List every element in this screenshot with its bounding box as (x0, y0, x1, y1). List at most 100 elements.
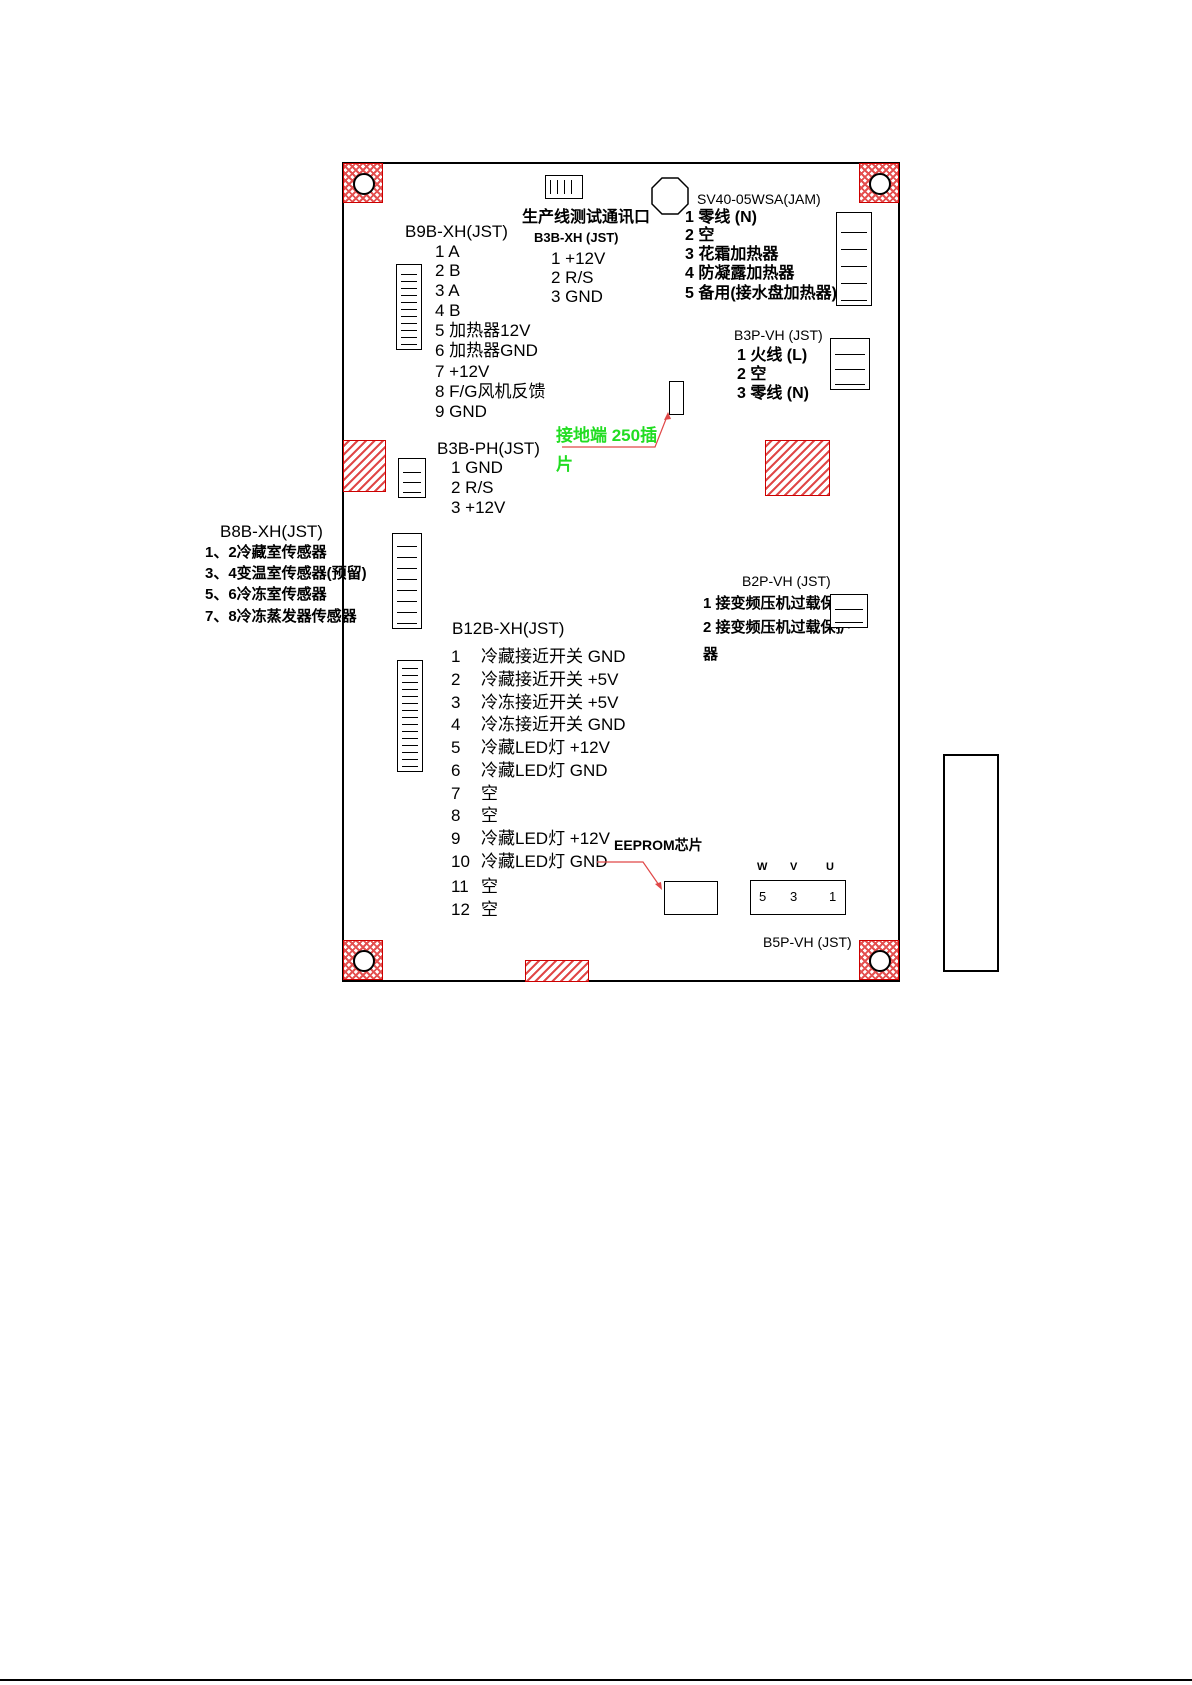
b12b-pin-label: 空 (481, 784, 498, 803)
b5p-pin-3: 3 (790, 889, 798, 904)
sv-connector (836, 212, 872, 306)
b12b-pin-2: 2 冷藏接近开关 +5V (451, 671, 618, 688)
b5p-vh-connector (750, 880, 846, 915)
b5p-vh-title: B5P-VH (JST) (763, 934, 852, 950)
b8b-pin-1: 1、2冷藏室传感器 (205, 544, 327, 561)
b2p-vh-pin-2: 2 接变频压机过载保护 (703, 619, 851, 636)
b8b-connector (392, 533, 422, 629)
b3p-vh-connector (830, 338, 870, 390)
b2p-vh-pin-2-cont: 器 (703, 646, 719, 663)
test-port-pin-2: 2 R/S (551, 268, 594, 287)
b9b-pin-2: 2 B (435, 261, 461, 280)
b9b-title: B9B-XH(JST) (405, 222, 508, 241)
b12b-pin-label: 冷藏接近开关 GND (481, 647, 626, 666)
test-port-pin-3: 3 GND (551, 287, 603, 306)
b8b-pin-3: 5、6冷冻室传感器 (205, 586, 327, 603)
test-port-model: B3B-XH (JST) (534, 230, 619, 245)
b12b-pin-number: 4 (451, 715, 461, 734)
side-panel-box (943, 754, 999, 972)
b12b-pin-label: 冷藏LED灯 +12V (481, 829, 610, 848)
sv-conn-title: SV40-05WSA(JAM) (697, 191, 821, 207)
b12b-pin-11: 11 空 (451, 878, 498, 895)
b9b-pin-1: 1 A (435, 242, 460, 261)
b3b-ph-pin-2: 2 R/S (451, 478, 494, 497)
test-port-pin-1: 1 +12V (551, 249, 606, 268)
b12b-pin-number: 9 (451, 829, 461, 848)
test-port-connector (545, 175, 583, 199)
b12b-pin-10: 10 冷藏LED灯 GND (451, 853, 608, 870)
mounting-hole-top-right (859, 163, 899, 203)
b5p-pin-1: 1 (829, 889, 837, 904)
b12b-pin-4: 4 冷冻接近开关 GND (451, 716, 626, 733)
b9b-connector (396, 264, 422, 350)
b12b-pin-label: 冷藏LED灯 GND (481, 852, 608, 871)
keepout-area-left (343, 440, 386, 492)
b12b-connector (397, 660, 423, 772)
b2p-vh-pin-1: 1 接变频压机过载保护器 (703, 595, 866, 612)
b8b-pin-4: 7、8冷冻蒸发器传感器 (205, 608, 357, 625)
b3b-ph-pin-1: 1 GND (451, 458, 503, 477)
b9b-pin-5: 5 加热器12V (435, 321, 531, 340)
b8b-title: B8B-XH(JST) (220, 522, 323, 541)
b5p-phase-u: U (826, 861, 834, 873)
mounting-hole-bottom-right (859, 940, 899, 980)
b12b-pin-number: 8 (451, 806, 461, 825)
sv-conn-pin-2: 2 空 (685, 227, 715, 244)
b9b-pin-4: 4 B (435, 301, 461, 320)
sv-conn-pin-4: 4 防凝露加热器 (685, 265, 795, 282)
ground-label: 接地端 250插 (556, 426, 658, 445)
b12b-pin-label: 冷藏LED灯 GND (481, 761, 608, 780)
b12b-title: B12B-XH(JST) (452, 619, 565, 638)
ground-label-cont: 片 (556, 455, 573, 474)
b12b-pin-label: 空 (481, 877, 498, 896)
b12b-pin-9: 9 冷藏LED灯 +12V (451, 830, 610, 847)
b12b-pin-label: 冷冻接近开关 GND (481, 715, 626, 734)
b3b-ph-title: B3B-PH(JST) (437, 439, 540, 458)
b9b-pin-9: 9 GND (435, 402, 487, 421)
b2p-vh-connector (830, 594, 868, 628)
mounting-hole-top-left (343, 163, 383, 203)
b12b-pin-number: 11 (451, 877, 469, 896)
b12b-pin-number: 7 (451, 784, 461, 803)
b12b-pin-number: 5 (451, 738, 461, 757)
b12b-pin-3: 3 冷冻接近开关 +5V (451, 694, 618, 711)
b5p-phase-w: W (757, 861, 768, 873)
b12b-pin-6: 6 冷藏LED灯 GND (451, 762, 608, 779)
b9b-pin-7: 7 +12V (435, 362, 490, 381)
b12b-pin-label: 空 (481, 806, 498, 825)
b3p-vh-pin-3: 3 零线 (N) (737, 385, 810, 402)
b9b-pin-8: 8 F/G风机反馈 (435, 382, 546, 401)
b9b-pin-3: 3 A (435, 281, 460, 300)
mounting-hole-bottom-left (343, 940, 383, 980)
b2p-vh-title: B2P-VH (JST) (742, 573, 831, 589)
b3p-vh-pin-2: 2 空 (737, 366, 767, 383)
b12b-pin-number: 2 (451, 670, 461, 689)
sv-conn-pin-3: 3 花霜加热器 (685, 246, 779, 263)
keepout-area-bottom (525, 960, 589, 982)
ground-leader-line (562, 412, 671, 448)
b12b-pin-number: 6 (451, 761, 461, 780)
pcb-board-outline (342, 162, 900, 982)
ground-terminal (669, 381, 684, 415)
page-bottom-rule (0, 1679, 1192, 1681)
b12b-pin-label: 空 (481, 900, 498, 919)
b3b-ph-connector (398, 458, 426, 498)
sv-conn-pin-5: 5 备用(接水盘加热器) (685, 285, 838, 302)
b12b-pin-label: 冷藏接近开关 +5V (481, 670, 619, 689)
b12b-pin-number: 1 (451, 647, 461, 666)
keepout-area-right (765, 440, 830, 496)
b12b-pin-number: 3 (451, 693, 461, 712)
b3p-vh-title: B3P-VH (JST) (734, 327, 823, 343)
b12b-pin-number: 10 (451, 852, 470, 871)
b12b-pin-label: 冷冻接近开关 +5V (481, 693, 619, 712)
b12b-pin-number: 12 (451, 900, 470, 919)
b5p-phase-v: V (790, 861, 798, 873)
b8b-pin-2: 3、4变温室传感器(预留) (205, 565, 367, 582)
octagon-component (651, 177, 689, 215)
eeprom-chip (664, 881, 718, 915)
b3b-ph-pin-3: 3 +12V (451, 498, 506, 517)
eeprom-label: EEPROM芯片 (614, 837, 703, 853)
b5p-pin-5: 5 (759, 889, 767, 904)
sv-conn-pin-1: 1 零线 (N) (685, 209, 758, 226)
